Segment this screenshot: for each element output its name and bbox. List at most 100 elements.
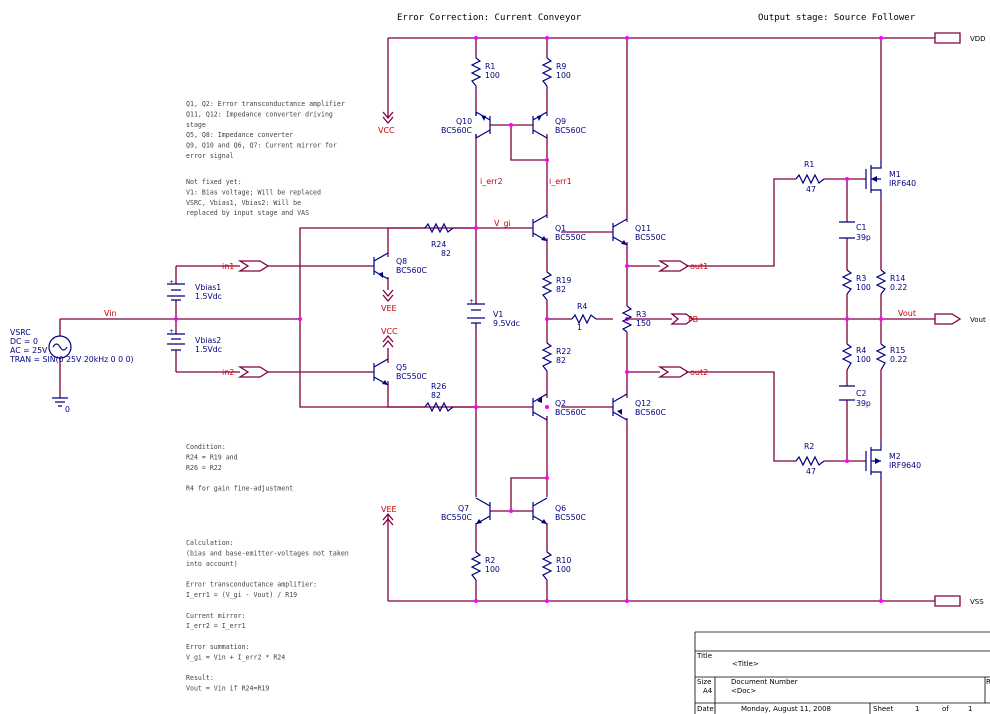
transistor-q12[interactable]: Q12 BC560C (612, 393, 667, 421)
svg-text:+: + (169, 279, 174, 286)
svg-text:100: 100 (556, 565, 571, 574)
transistor-q9[interactable]: Q9 BC560C (532, 111, 587, 139)
svg-text:100: 100 (856, 355, 871, 364)
svg-text:TRAN = SIN(0 25V 20kHz 0 0 0): TRAN = SIN(0 25V 20kHz 0 0 0) (9, 355, 134, 364)
net-label-vout: Vout (898, 309, 916, 318)
svg-text:Q1: Q1 (555, 224, 566, 233)
transistor-q10[interactable]: Q10 BC560C (441, 111, 491, 139)
port-vss[interactable]: VSS (934, 595, 984, 607)
svg-text:R19: R19 (556, 276, 571, 285)
svg-text:VCC: VCC (381, 327, 398, 336)
svg-text:AC = 25V: AC = 25V (10, 346, 48, 355)
net-label-vin: Vin (104, 309, 117, 318)
svg-text:Q8: Q8 (396, 257, 407, 266)
connector-fb (670, 313, 695, 325)
svg-text:R24: R24 (431, 240, 446, 249)
net-label-v-gi: V_gi (494, 219, 511, 228)
transistor-q6[interactable]: Q6 BC550C (532, 497, 587, 525)
resistor-r3-fb[interactable]: R3 150 (621, 305, 651, 333)
of-label: of (942, 705, 949, 713)
resistor-r2-bottom[interactable]: R2 100 (470, 551, 500, 581)
v1-source[interactable]: + V1 9.5Vdc (467, 298, 520, 330)
svg-text:Q7: Q7 (458, 504, 469, 513)
resistor-r15[interactable]: R15 0.22 (875, 343, 907, 371)
capacitor-c2[interactable]: C2 39p (839, 385, 871, 408)
junctions (174, 36, 883, 603)
sheet-label: Sheet (873, 705, 893, 713)
note-line: Error summation: (186, 643, 250, 651)
mosfet-m1[interactable]: M1 IRF640 (865, 160, 916, 198)
transistor-q7[interactable]: Q7 BC550C (441, 497, 491, 525)
resistor-r10[interactable]: R10 100 (541, 551, 571, 581)
svg-text:C1: C1 (856, 223, 866, 232)
resistor-r26[interactable]: R26 82 (424, 382, 454, 413)
resistor-r22[interactable]: R22 82 (541, 342, 571, 372)
notes-block-1: Q1, Q2: Error transconductance amplifier… (186, 100, 345, 160)
resistor-r1-gate[interactable]: R1 47 (795, 160, 825, 194)
svg-text:BC560C: BC560C (555, 408, 587, 417)
resistor-r4-out[interactable]: R4 100 (841, 343, 871, 371)
svg-text:1: 1 (577, 323, 582, 332)
note-line: Q1, Q2: Error transconductance amplifier (186, 100, 345, 108)
title-error-correction: Error Correction: Current Conveyor (397, 13, 582, 23)
svg-text:R14: R14 (890, 274, 905, 283)
note-line: V_gi = Vin + I_err2 * R24 (186, 653, 285, 661)
note-line (186, 474, 190, 482)
transistor-q1[interactable]: Q1 BC550C (532, 214, 587, 242)
vsrc-source[interactable]: VSRC DC = 0 AC = 25V TRAN = SIN(0 25V 20… (9, 328, 134, 364)
resistor-r19[interactable]: R19 82 (541, 271, 571, 301)
connector-out2 (657, 366, 690, 378)
capacitor-c1[interactable]: C1 39p (839, 221, 871, 242)
svg-text:R2: R2 (485, 556, 495, 565)
resistor-r4-fb[interactable]: R4 1 (571, 302, 597, 332)
note-line: Condition: (186, 443, 226, 451)
vee-symbol-bottom: VEE (381, 505, 397, 526)
transistor-q8[interactable]: Q8 BC560C (373, 252, 428, 280)
resistor-r14[interactable]: R14 0.22 (875, 269, 907, 295)
transistor-q11[interactable]: Q11 BC550C (612, 218, 667, 246)
svg-text:47: 47 (806, 467, 816, 476)
svg-text:Q2: Q2 (555, 399, 566, 408)
vbias2-source[interactable]: + Vbias2 1.5Vdc (167, 328, 222, 354)
mosfet-m2[interactable]: M2 IRF9640 (865, 442, 921, 480)
svg-text:C2: C2 (856, 389, 866, 398)
transistor-q2[interactable]: Q2 BC560C (532, 393, 587, 421)
svg-text:Q9: Q9 (555, 117, 566, 126)
net-label-i-err2: i_err2 (480, 177, 503, 186)
net-label-in2: in2 (222, 368, 234, 377)
svg-text:Q11: Q11 (635, 224, 651, 233)
svg-text:Vout: Vout (970, 316, 986, 324)
resistor-r3-out[interactable]: R3 100 (841, 269, 871, 295)
note-line: V1: Bias voltage; Will be replaced (186, 188, 321, 196)
note-line: R4 for gain fine-adjustment (186, 485, 293, 493)
note-line: (bias and base-emitter-voltages not take… (186, 549, 349, 557)
svg-text:100: 100 (556, 71, 571, 80)
svg-text:Q10: Q10 (456, 117, 472, 126)
svg-text:R22: R22 (556, 347, 571, 356)
resistor-r9[interactable]: R9 100 (541, 57, 571, 87)
svg-text:M1: M1 (889, 170, 901, 179)
port-vout[interactable]: Vout (934, 313, 986, 325)
svg-text:VSRC: VSRC (10, 328, 31, 337)
svg-text:39p: 39p (856, 399, 871, 408)
note-line: VSRC, Vbias1, Vbias2: Will be (186, 199, 301, 207)
svg-text:BC560C: BC560C (555, 126, 587, 135)
resistor-r24[interactable]: R24 82 (424, 222, 454, 258)
svg-text:82: 82 (556, 356, 566, 365)
resistor-r2-gate[interactable]: R2 47 (795, 442, 825, 476)
note-line (186, 633, 190, 641)
svg-text:100: 100 (485, 565, 500, 574)
note-line: Error transconductance amplifier: (186, 581, 317, 589)
svg-text:100: 100 (856, 283, 871, 292)
resistor-r1-top[interactable]: R1 100 (470, 57, 500, 87)
port-vdd[interactable]: VDD (934, 32, 986, 44)
note-line (186, 570, 190, 578)
vbias1-source[interactable]: + Vbias1 1.5Vdc (167, 279, 222, 301)
svg-text:R3: R3 (856, 274, 866, 283)
transistor-q5[interactable]: Q5 BC550C (373, 358, 428, 386)
title-label: Title (696, 652, 712, 660)
note-line: stage (186, 121, 206, 129)
docnum-value: <Doc> (731, 687, 756, 695)
connector-out1 (657, 260, 690, 272)
note-line: I_err1 = (V_gi - Vout) / R19 (186, 591, 297, 599)
